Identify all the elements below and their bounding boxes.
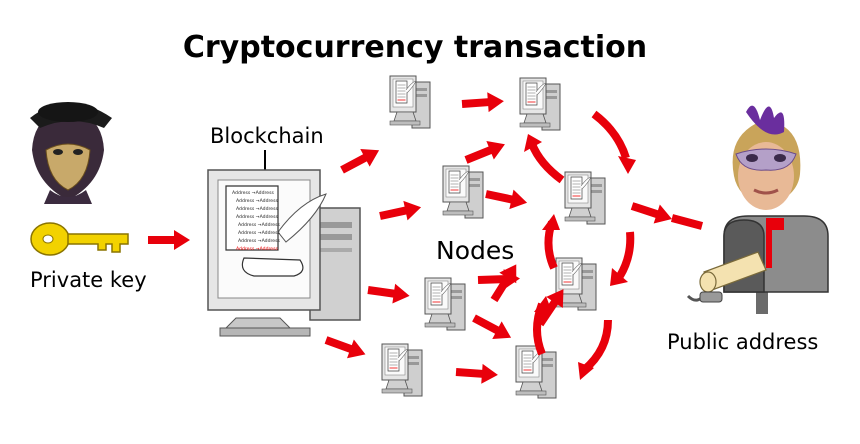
svg-text:Address →Address: Address →Address — [236, 246, 279, 252]
masked-woman-icon — [732, 105, 801, 210]
node-computer-icon — [389, 75, 431, 129]
private-key-label: Private key — [30, 268, 147, 292]
blockchain-computer-icon — [207, 169, 361, 337]
masked-person-icon — [30, 102, 112, 204]
node-computer-icon — [442, 165, 484, 219]
node-computer-icon — [564, 171, 606, 225]
node-computer-icon — [424, 277, 466, 331]
diagram-title: Cryptocurrency transaction — [182, 30, 648, 65]
svg-text:Address →Address: Address →Address — [236, 206, 279, 212]
svg-text:Address →Address: Address →Address — [236, 214, 279, 220]
blockchain-label: Blockchain — [210, 124, 324, 148]
node-computer-icon — [519, 77, 561, 131]
svg-text:Address →Address: Address →Address — [232, 190, 275, 196]
ledger-entries: Address →Address Address →Address Addres… — [232, 190, 281, 252]
node-computer-icon — [515, 345, 557, 399]
key-icon — [30, 222, 129, 256]
svg-text:Address →Address: Address →Address — [238, 230, 281, 236]
public-address-label: Public address — [667, 330, 819, 354]
svg-text:Address →Address: Address →Address — [236, 198, 279, 204]
node-computer-icon — [381, 343, 423, 397]
nodes-label: Nodes — [436, 236, 515, 265]
mailbox-icon — [686, 215, 829, 314]
svg-text:Address →Address: Address →Address — [238, 222, 281, 228]
svg-text:Address →Address: Address →Address — [238, 238, 281, 244]
